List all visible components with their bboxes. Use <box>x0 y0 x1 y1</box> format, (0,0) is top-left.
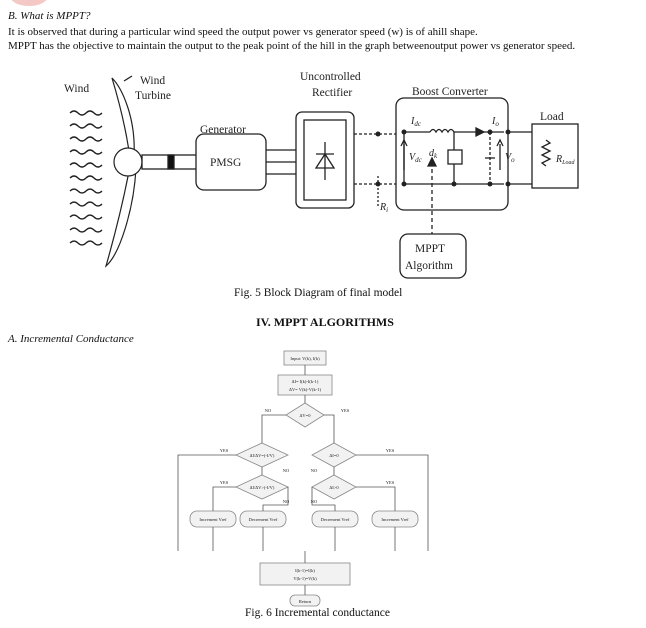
flow-dec-left-text: Decrement Vref <box>249 517 278 522</box>
flow-no-4: NO <box>283 499 290 504</box>
flow-yes-1: YES <box>341 408 350 413</box>
flow-no-2: NO <box>283 468 290 473</box>
label-wind: Wind <box>64 83 89 95</box>
load-block <box>531 123 579 189</box>
label-rload: RLoad <box>555 154 575 166</box>
label-wind-turbine-1: Wind <box>140 75 165 87</box>
flow-inc-right-text: Increment Vref <box>381 517 409 522</box>
flow-dec-right-text: Decrement Vref <box>321 517 350 522</box>
label-ri: Ri <box>379 202 388 214</box>
flow-calc-text-2: ΔV= V(k)-V(k-1) <box>289 387 321 392</box>
flow-yes-5: YES <box>386 480 395 485</box>
wind-waves <box>69 110 103 246</box>
label-boost-converter: Boost Converter <box>412 86 488 98</box>
flow-yes-3: YES <box>386 448 395 453</box>
flow-decision-dv <box>285 402 325 428</box>
mppt-block <box>399 233 467 279</box>
figure-5-caption: Fig. 5 Block Diagram of final model <box>234 287 403 299</box>
flow-input-text: Input: V(k), I(k) <box>290 356 320 362</box>
label-rectifier-1: Uncontrolled <box>300 71 361 83</box>
flow-right1-text: ΔI=0 <box>329 453 339 458</box>
label-mppt-1: MPPT <box>415 243 445 255</box>
section-iv-title: IV. MPPT ALGORITHMS <box>256 315 394 329</box>
flow-calc-text-1: ΔI= I(k)-I(k-1) <box>292 379 319 384</box>
flow-decision-right2 <box>311 474 357 500</box>
block-diagram-figure: Wind Wind Turbine Generator PMSG Uncontr… <box>64 71 579 279</box>
paragraph-line-2: MPPT has the objective to maintain the o… <box>8 40 576 52</box>
flowchart-figure: Input: V(k), I(k) ΔI= I(k)-I(k-1) ΔV= V(… <box>177 350 429 607</box>
figure-6-caption: Fig. 6 Incremental conductance <box>245 607 390 619</box>
label-wind-turbine-2: Turbine <box>135 90 171 102</box>
flow-calc-box <box>277 374 333 396</box>
flow-dv-text: ΔV=0 <box>300 413 312 418</box>
section-b-heading: B. What is MPPT? <box>8 10 91 22</box>
label-load: Load <box>540 111 564 123</box>
flow-right2-text: ΔI>0 <box>329 485 339 490</box>
paragraph-line-1: It is observed that during a particular … <box>8 26 478 38</box>
flow-decision-left2 <box>235 474 289 500</box>
label-mppt-2: Algorithm <box>405 260 453 272</box>
flow-yes-2: YES <box>220 448 229 453</box>
flow-update-box <box>259 562 351 586</box>
section-a-heading: A. Incremental Conductance <box>8 333 134 345</box>
label-vdc: Vdc <box>409 152 423 164</box>
flow-left2-text: ΔI/ΔV>(-I/V) <box>250 485 275 490</box>
label-idc: Idc <box>410 116 422 128</box>
corner-decoration <box>10 0 48 6</box>
label-vo: Vo <box>505 152 515 164</box>
flow-inc-left-text: Increment Vref <box>199 517 227 522</box>
flow-left1-text: ΔI/ΔV=(-I/V) <box>250 453 275 458</box>
flow-update-text-2: V(k-1)=V(k) <box>293 576 317 581</box>
flow-update-text-1: I(k-1)=I(k) <box>295 568 315 573</box>
label-dk: dk <box>429 148 438 160</box>
turbine-icon <box>104 75 143 268</box>
label-io: Io <box>491 116 499 128</box>
flow-no-5: NO <box>311 499 318 504</box>
label-generator: Generator <box>200 124 246 136</box>
label-pmsg: PMSG <box>210 157 241 169</box>
flow-return-text: Return <box>299 599 312 604</box>
flow-yes-4: YES <box>220 480 229 485</box>
label-rectifier-2: Rectifier <box>312 87 352 99</box>
flow-no-1: NO <box>265 408 272 413</box>
flow-no-3: NO <box>311 468 318 473</box>
